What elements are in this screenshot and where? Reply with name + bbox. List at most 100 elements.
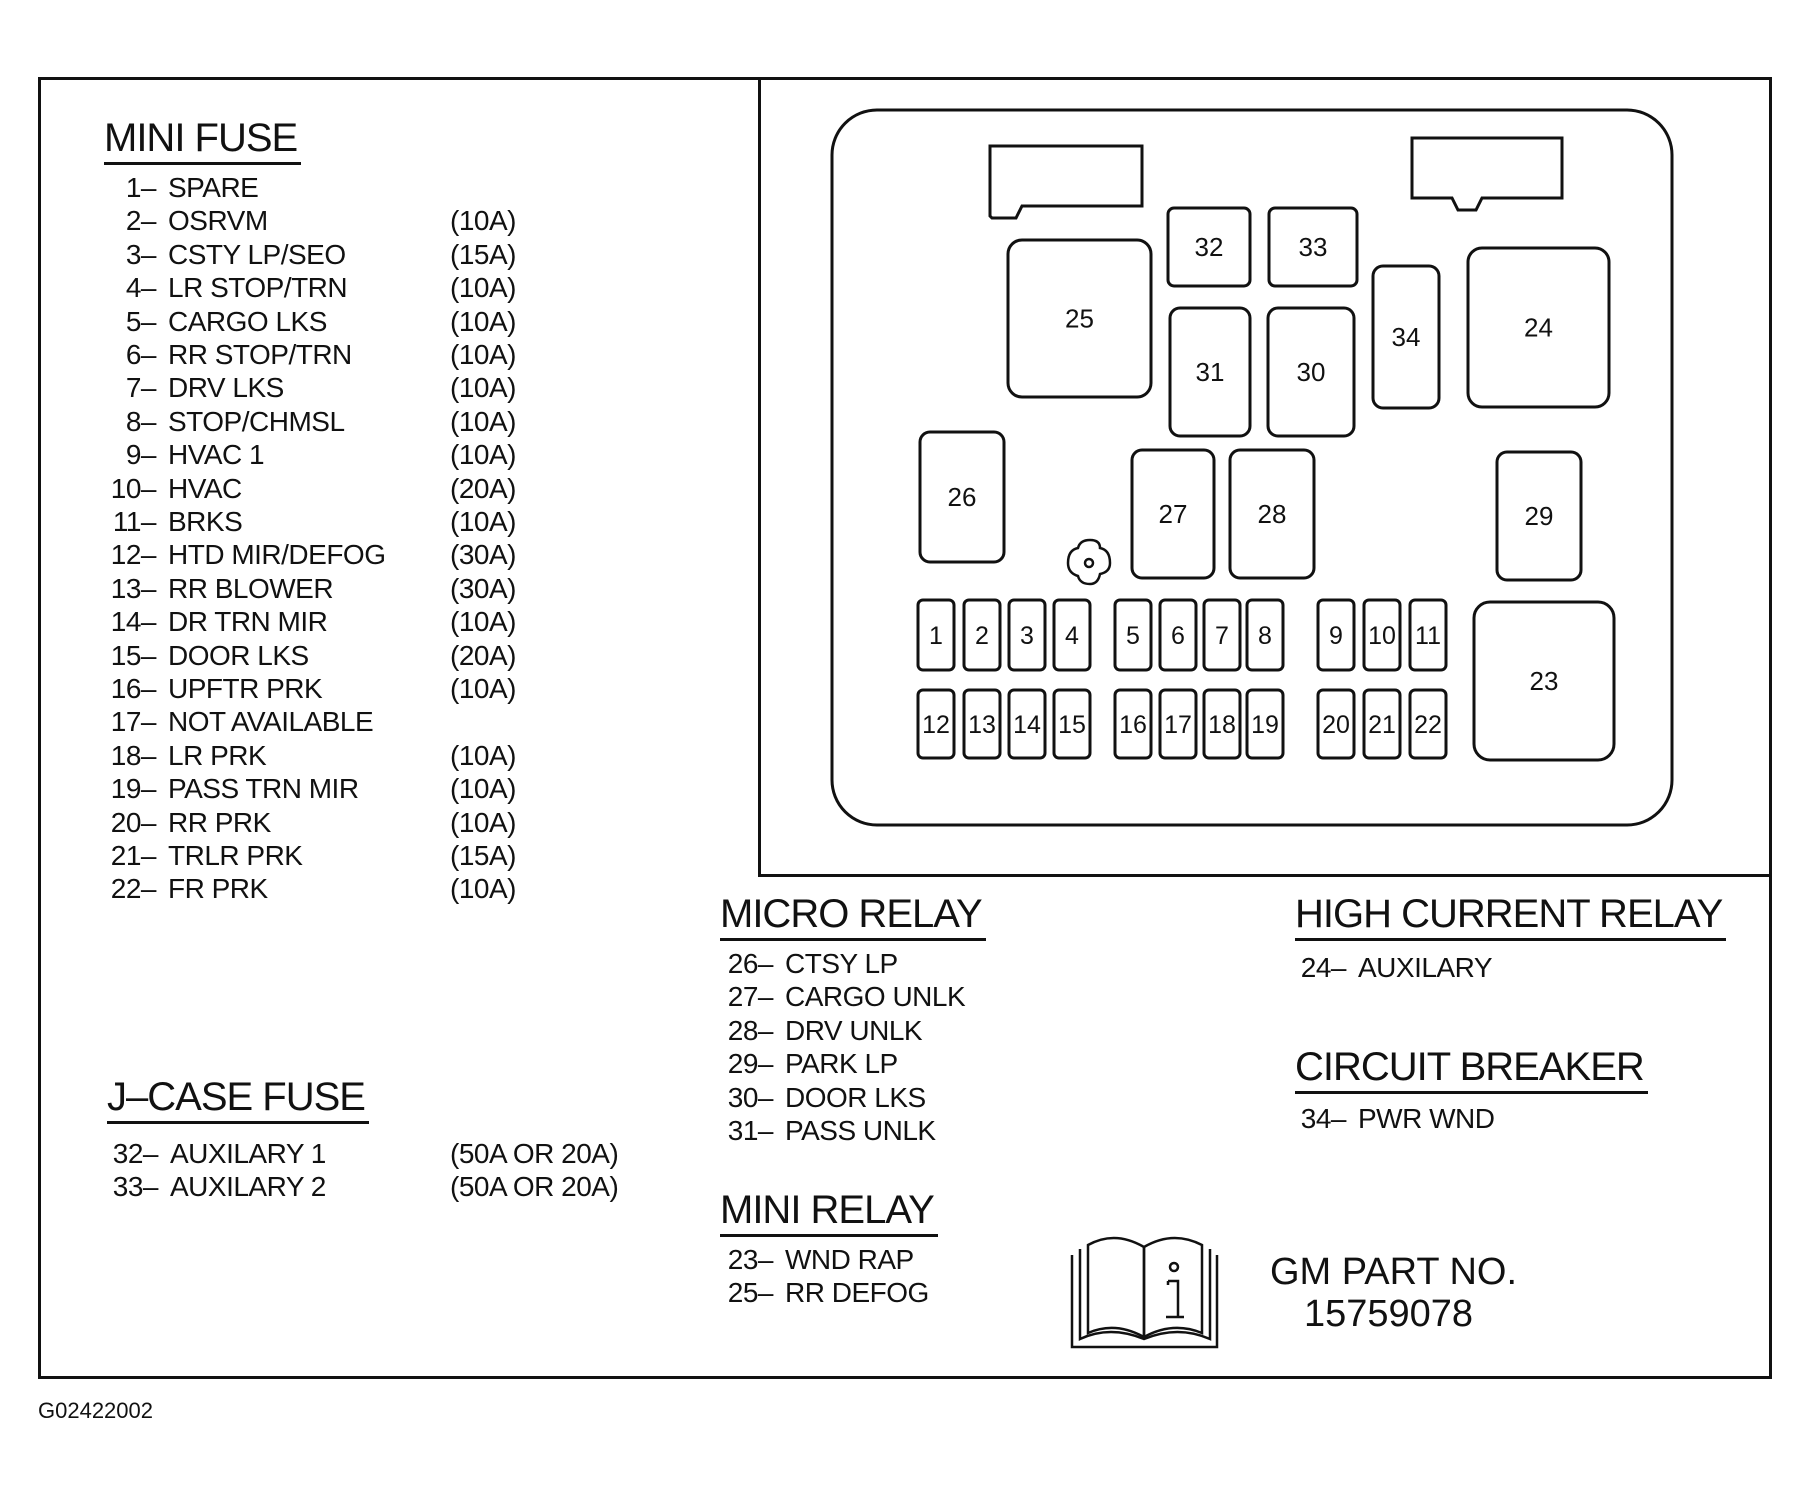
slot-label-13: 13 bbox=[968, 711, 996, 739]
mini-fuse-name: DOOR LKS bbox=[168, 639, 309, 671]
slot-31 bbox=[1168, 306, 1252, 438]
mini-fuse-name: OSRVM bbox=[168, 205, 268, 237]
mini-fuse-name: HTD MIR/DEFOG bbox=[168, 539, 386, 571]
micro-relay-name: DOOR LKS bbox=[785, 1081, 926, 1113]
slot-28 bbox=[1228, 448, 1316, 580]
micro-relay-row: 28–DRV UNLK bbox=[728, 1015, 923, 1047]
slot-7 bbox=[1202, 598, 1242, 672]
mini-fuse-name: LR PRK bbox=[168, 739, 267, 771]
slot-9 bbox=[1316, 598, 1356, 672]
mini-fuse-row: 6–RR STOP/TRN bbox=[126, 339, 352, 371]
slot-label-33: 33 bbox=[1299, 232, 1328, 262]
micro-relay-row: 27–CARGO UNLK bbox=[728, 981, 966, 1013]
diagram-frame bbox=[38, 77, 1772, 1379]
mini-fuse-number: 4– bbox=[125, 272, 157, 304]
mini-fuse-number: 5– bbox=[125, 305, 157, 337]
mini-fuse-rating: (10A) bbox=[450, 405, 516, 437]
slot-11 bbox=[1408, 598, 1448, 672]
mini-fuse-number: 12– bbox=[110, 539, 157, 571]
connector-right bbox=[1410, 136, 1564, 212]
slot-15 bbox=[1052, 688, 1092, 760]
circuit-breaker-heading: CIRCUIT BREAKER bbox=[1295, 1045, 1648, 1094]
mini-fuse-name: UPFTR PRK bbox=[168, 673, 323, 704]
micro-relay-number: 31– bbox=[727, 1115, 774, 1146]
micro-relay-number: 28– bbox=[727, 1014, 774, 1046]
mini-relay-name: WND RAP bbox=[785, 1244, 914, 1275]
slot-5 bbox=[1113, 598, 1153, 672]
slot-2 bbox=[962, 598, 1002, 672]
slot-27 bbox=[1130, 448, 1216, 580]
mini-fuse-name: NOT AVAILABLE bbox=[168, 706, 374, 738]
slot-label-14: 14 bbox=[1013, 711, 1041, 739]
mini-fuse-row: 3–CSTY LP/SEO bbox=[126, 238, 346, 271]
mini-fuse-row: 19– PASS TRN MIR bbox=[111, 773, 359, 805]
slot-label-2: 2 bbox=[975, 622, 989, 650]
mini-fuse-number: 10– bbox=[110, 472, 157, 504]
micro-relay-row: 31– PASS UNLK bbox=[728, 1115, 936, 1147]
mini-fuse-rating: (10A) bbox=[450, 439, 516, 471]
mini-fuse-name: CSTY LP/SEO bbox=[168, 238, 346, 270]
mini-fuse-rating: (10A) bbox=[450, 506, 516, 537]
mini-fuse-row: 22–FR PRK bbox=[111, 873, 268, 905]
mini-fuse-name: DR TRN MIR bbox=[168, 606, 328, 638]
mini-fuse-number: 19– bbox=[110, 773, 157, 805]
slot-4 bbox=[1052, 598, 1092, 672]
mini-fuse-rating: (10A) bbox=[450, 305, 516, 337]
fuse-box-outline bbox=[830, 108, 1674, 827]
j-case-fuse-rating: (50A OR 20A) bbox=[450, 1138, 619, 1169]
mini-fuse-number: 20– bbox=[110, 806, 157, 838]
mini-fuse-row: 12– HTD MIR/DEFOG bbox=[111, 539, 386, 571]
mini-fuse-rating: (10A) bbox=[450, 873, 516, 905]
slot-23 bbox=[1472, 600, 1616, 762]
j-case-fuse-number: 32– bbox=[112, 1138, 159, 1169]
slot-label-1: 1 bbox=[929, 622, 943, 650]
mini-fuse-row: 4–LR STOP/TRN bbox=[126, 272, 348, 304]
high-current-relay-number: 24– bbox=[1300, 952, 1347, 983]
slot-label-24: 24 bbox=[1524, 313, 1553, 343]
mini-fuse-rating: (30A) bbox=[450, 572, 516, 604]
mini-fuse-row: 5–CARGO LKS bbox=[126, 306, 328, 338]
micro-relay-row: 29–PARK LP bbox=[728, 1048, 898, 1080]
slot-label-10: 10 bbox=[1368, 622, 1396, 650]
slot-18 bbox=[1202, 688, 1242, 760]
mini-fuse-number: 2– bbox=[125, 205, 157, 237]
mini-fuse-row: 15– DOOR LKS bbox=[111, 639, 309, 672]
j-case-fuse-row: 32–AUXILARY 1 bbox=[113, 1138, 327, 1170]
mini-fuse-name: BRKS bbox=[168, 506, 243, 537]
mini-fuse-rating: (10A) bbox=[450, 339, 516, 370]
mini-fuse-rating: (10A) bbox=[450, 205, 516, 237]
slot-12 bbox=[916, 688, 956, 760]
slot-1 bbox=[916, 598, 956, 672]
mini-fuse-rating: (15A) bbox=[450, 840, 516, 871]
slot-20 bbox=[1316, 688, 1356, 760]
slot-label-6: 6 bbox=[1171, 622, 1185, 650]
slot-22 bbox=[1408, 688, 1448, 760]
mini-fuse-number: 15– bbox=[110, 639, 157, 671]
slot-label-12: 12 bbox=[922, 711, 950, 739]
slot-label-29: 29 bbox=[1525, 501, 1554, 531]
micro-relay-name: PASS UNLK bbox=[785, 1115, 936, 1146]
mini-relay-row: 25–RR DEFOG bbox=[728, 1277, 929, 1309]
mini-fuse-rating: (30A) bbox=[450, 539, 516, 571]
slot-14 bbox=[1007, 688, 1047, 760]
j-case-fuse-rating: (50A OR 20A) bbox=[450, 1171, 619, 1203]
gm-part-number: 15759078 bbox=[1304, 1293, 1474, 1335]
slot-3 bbox=[1007, 598, 1047, 672]
mini-fuse-rating: (10A) bbox=[450, 606, 516, 638]
slot-30 bbox=[1266, 306, 1356, 438]
slot-label-28: 28 bbox=[1258, 499, 1287, 529]
mini-fuse-rating: (10A) bbox=[450, 806, 516, 838]
mini-fuse-row: 18–LR PRK bbox=[111, 739, 267, 772]
slot-label-15: 15 bbox=[1058, 711, 1086, 739]
slot-10 bbox=[1362, 598, 1402, 672]
mini-fuse-row: 2– OSRVM bbox=[126, 205, 268, 237]
slot-34 bbox=[1371, 264, 1441, 410]
mini-relay-name: RR DEFOG bbox=[785, 1277, 929, 1309]
high-current-relay-row: 24–AUXILARY bbox=[1301, 952, 1493, 984]
slot-label-17: 17 bbox=[1164, 711, 1192, 739]
micro-relay-number: 27– bbox=[727, 981, 774, 1013]
micro-relay-name: CTSY LP bbox=[785, 948, 898, 979]
mini-fuse-name: PASS TRN MIR bbox=[168, 773, 359, 805]
mini-fuse-row: 1–SPARE bbox=[126, 172, 259, 204]
slot-label-22: 22 bbox=[1414, 711, 1442, 739]
